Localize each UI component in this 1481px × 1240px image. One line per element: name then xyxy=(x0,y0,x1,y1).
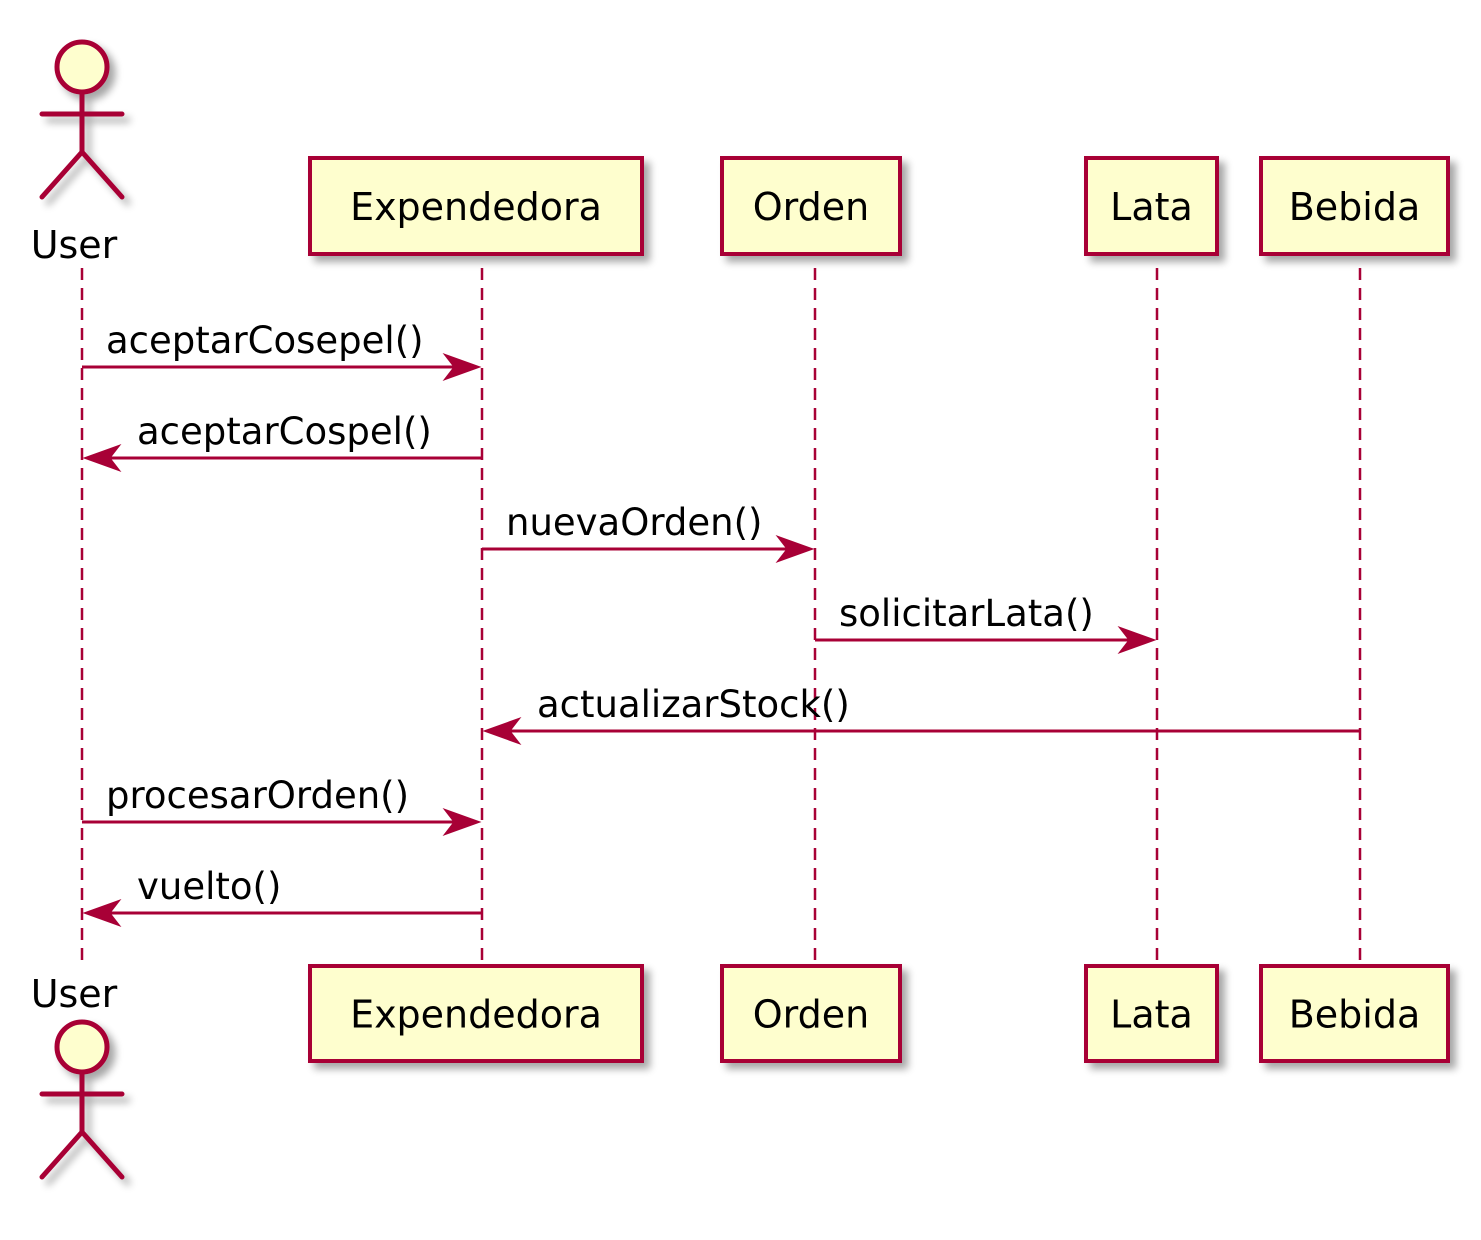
arrowhead-icon xyxy=(482,716,522,746)
participant-bebida-bottom: Bebida xyxy=(1259,964,1450,1063)
participant-expendedora-bottom: Expendedora xyxy=(308,964,644,1063)
actor-user-bottom xyxy=(39,1019,125,1180)
message-5: actualizarStock() xyxy=(482,683,1360,746)
participant-box xyxy=(1259,964,1450,1063)
participant-bebida-top: Bebida xyxy=(1259,156,1450,256)
message-label: aceptarCospel() xyxy=(137,410,432,453)
actor-label-top: User xyxy=(31,223,118,267)
message-3: nuevaOrden() xyxy=(482,501,815,564)
participant-box xyxy=(720,964,902,1063)
arrowhead-icon xyxy=(82,898,122,928)
participant-label: Bebida xyxy=(1289,185,1421,229)
arrowhead-icon xyxy=(775,534,815,564)
messages: aceptarCosepel() aceptarCospel() nuevaOrde… xyxy=(82,319,1360,928)
actor-label-bottom: User xyxy=(31,972,118,1016)
message-label: solicitarLata() xyxy=(839,592,1094,635)
participant-lata-top: Lata xyxy=(1084,156,1219,256)
message-1: aceptarCosepel() xyxy=(82,319,482,382)
message-4: solicitarLata() xyxy=(815,592,1157,655)
participant-expendedora-top: Expendedora xyxy=(308,156,644,256)
arrowhead-icon xyxy=(442,352,482,382)
participant-box xyxy=(1259,156,1450,256)
participant-label: Lata xyxy=(1110,185,1193,229)
lifelines xyxy=(80,268,1362,966)
actor-head-icon xyxy=(54,39,110,95)
participant-box xyxy=(1084,964,1219,1063)
participant-box xyxy=(1084,156,1219,256)
participant-lata-bottom: Lata xyxy=(1084,964,1219,1063)
arrowhead-icon xyxy=(1117,625,1157,655)
message-label: actualizarStock() xyxy=(537,683,850,726)
participant-label: Expendedora xyxy=(350,185,602,229)
actor-head-icon xyxy=(54,1019,110,1075)
participant-box xyxy=(308,964,644,1063)
message-7: vuelto() xyxy=(82,865,482,928)
arrowhead-icon xyxy=(82,443,122,473)
arrowhead-icon xyxy=(442,807,482,837)
participant-orden-bottom: Orden xyxy=(720,964,902,1063)
participant-label: Orden xyxy=(753,993,869,1037)
message-label: nuevaOrden() xyxy=(506,501,763,544)
participant-label: Bebida xyxy=(1289,993,1421,1037)
message-label: vuelto() xyxy=(137,865,281,908)
participant-orden-top: Orden xyxy=(720,156,902,256)
message-2: aceptarCospel() xyxy=(82,410,482,473)
participant-label: Lata xyxy=(1110,993,1193,1037)
actor-body-icon xyxy=(39,89,125,200)
actor-user-top xyxy=(39,39,125,200)
message-label: procesarOrden() xyxy=(106,774,409,817)
message-6: procesarOrden() xyxy=(82,774,482,837)
participants: UserUserExpendedoraExpendedoraOrdenOrden… xyxy=(31,39,1450,1180)
participant-label: Expendedora xyxy=(350,993,602,1037)
participant-box xyxy=(720,156,902,256)
participant-box xyxy=(308,156,644,256)
message-label: aceptarCosepel() xyxy=(106,319,424,362)
actor-body-icon xyxy=(39,1069,125,1180)
participant-label: Orden xyxy=(753,185,869,229)
